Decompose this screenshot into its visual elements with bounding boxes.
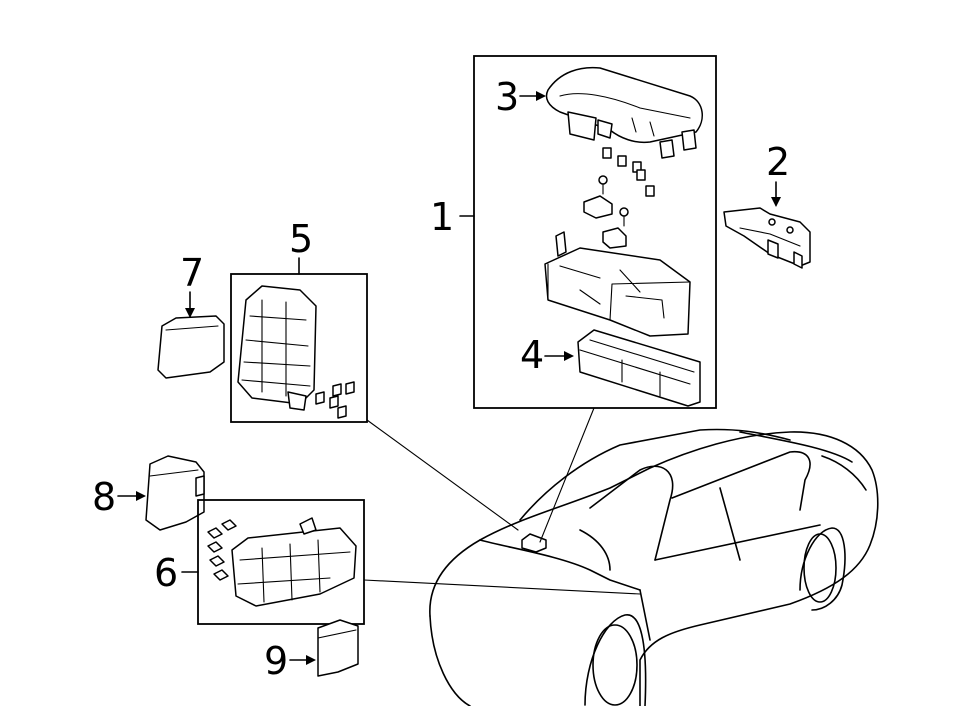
relay-box-cover bbox=[545, 66, 703, 144]
callout-number-9: 9 bbox=[264, 639, 288, 683]
callout-number-5: 5 bbox=[289, 217, 313, 261]
callout-number-7: 7 bbox=[180, 251, 204, 295]
callout-number-2: 2 bbox=[766, 140, 790, 184]
assembly-1-frame bbox=[473, 55, 717, 409]
control-module-9 bbox=[317, 619, 359, 677]
relay-box-case bbox=[544, 247, 691, 337]
assembly-6-pointer-line bbox=[363, 579, 641, 595]
callout-number-3: 3 bbox=[495, 75, 519, 119]
assembly-1-pointer-line bbox=[539, 407, 595, 543]
callout-number-8: 8 bbox=[92, 475, 116, 519]
passenger-fuse-box bbox=[207, 517, 357, 607]
assembly-6-frame bbox=[197, 499, 365, 625]
under-dash-fuse-box bbox=[237, 285, 355, 419]
relay-box-lower-cover bbox=[577, 329, 701, 407]
callout-number-6: 6 bbox=[154, 551, 178, 595]
control-module-7 bbox=[157, 315, 225, 379]
callout-number-1: 1 bbox=[430, 195, 454, 239]
callout-number-4: 4 bbox=[520, 333, 544, 377]
assembly-5-pointer-line bbox=[366, 419, 519, 531]
vehicle-outline bbox=[429, 428, 879, 706]
fuses-and-relays bbox=[555, 129, 697, 257]
mounting-bracket bbox=[723, 207, 811, 269]
control-module-8 bbox=[145, 455, 205, 531]
